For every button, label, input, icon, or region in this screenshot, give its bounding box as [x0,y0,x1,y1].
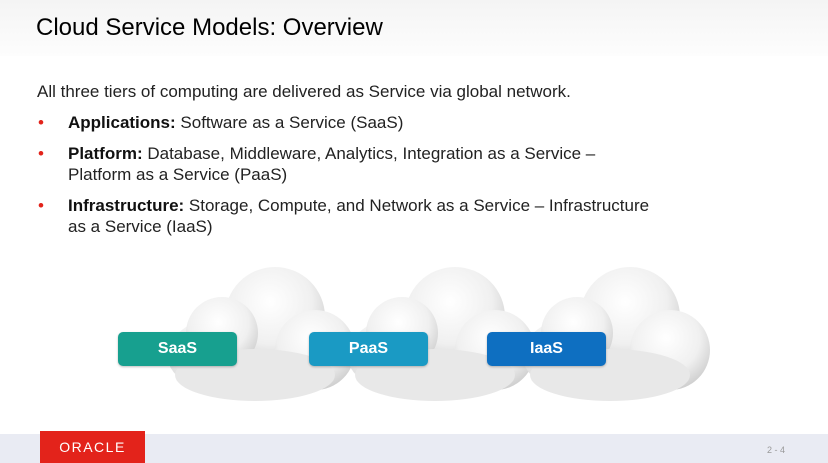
bullet-dot-icon: • [38,196,44,215]
oracle-logo: ORACLE [40,431,145,463]
bullet-text: Storage, Compute, and Network as a Servi… [68,196,650,236]
bullet-item-infrastructure: • Infrastructure: Storage, Compute, and … [37,195,657,237]
bullet-term: Infrastructure: [68,196,185,215]
paas-label: PaaS [309,332,428,366]
bullet-term: Platform: [68,144,143,163]
bullet-item-platform: • Platform: Database, Middleware, Analyt… [37,143,657,185]
slide-title: Cloud Service Models: Overview [36,14,383,41]
iaas-label: IaaS [487,332,606,366]
cloud-graphics: SaaS PaaS IaaS [0,255,828,425]
bullet-dot-icon: • [38,144,44,163]
bullet-item-applications: • Applications: Software as a Service (S… [37,112,657,133]
page-number: 2 - 4 [767,445,786,455]
saas-label: SaaS [118,332,237,366]
bullet-dot-icon: • [38,113,44,132]
bullet-list: • Applications: Software as a Service (S… [37,112,657,247]
title-band [0,0,828,56]
bullet-text: Database, Middleware, Analytics, Integra… [68,144,596,184]
bullet-text: Software as a Service (SaaS) [175,113,404,132]
bullet-term: Applications: [68,113,176,132]
intro-text: All three tiers of computing are deliver… [37,82,571,101]
